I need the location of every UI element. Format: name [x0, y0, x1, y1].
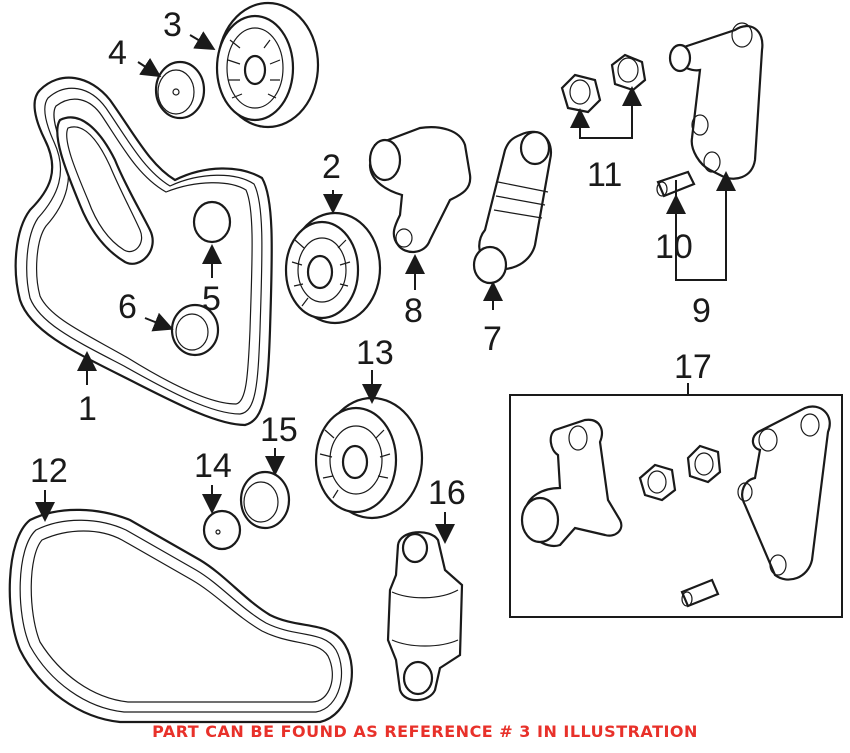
callout-labels: 1 2 3 4 5 6 7 8 9 10 11 12 13 14 15 16 1… [30, 6, 712, 512]
callout-2: 2 [322, 148, 341, 186]
callout-15: 15 [260, 411, 298, 449]
callout-3: 3 [163, 6, 182, 44]
part-2-tensioner-pulley[interactable] [284, 211, 382, 325]
callout-7: 7 [483, 320, 502, 358]
part-13-idler-pulley[interactable] [314, 396, 424, 520]
callout-6: 6 [118, 288, 137, 326]
callout-9: 9 [692, 292, 711, 330]
callout-8: 8 [404, 292, 423, 330]
part-15-cap[interactable] [239, 470, 291, 530]
part-3-idler-pulley[interactable] [215, 1, 320, 129]
part-16-belt-damper[interactable] [386, 531, 464, 702]
callout-4: 4 [108, 34, 127, 72]
reference-caption: PART CAN BE FOUND AS REFERENCE # 3 IN IL… [152, 722, 698, 741]
part-11-bushings[interactable] [560, 53, 647, 114]
callout-1: 1 [78, 390, 97, 428]
part-9-mounting-bracket[interactable] [668, 22, 764, 180]
part-5-cap[interactable] [192, 200, 232, 244]
part-17-kit-box[interactable] [509, 394, 843, 618]
callout-12: 12 [30, 452, 68, 490]
leader-lines [35, 31, 736, 544]
callout-14: 14 [194, 447, 232, 485]
part-1-serpentine-belt[interactable] [14, 76, 273, 427]
callout-5: 5 [202, 280, 221, 318]
part-4-pulley-cap[interactable] [154, 60, 206, 120]
callout-11: 11 [587, 156, 622, 194]
part-12-drive-belt[interactable] [8, 508, 353, 724]
callout-13: 13 [356, 334, 394, 372]
callout-17: 17 [674, 348, 712, 386]
callout-10: 10 [655, 228, 693, 266]
part-7-belt-damper[interactable] [472, 130, 553, 285]
part-14-cap[interactable] [202, 509, 242, 551]
callout-16: 16 [428, 474, 466, 512]
part-8-tensioner-bracket[interactable] [368, 126, 472, 253]
